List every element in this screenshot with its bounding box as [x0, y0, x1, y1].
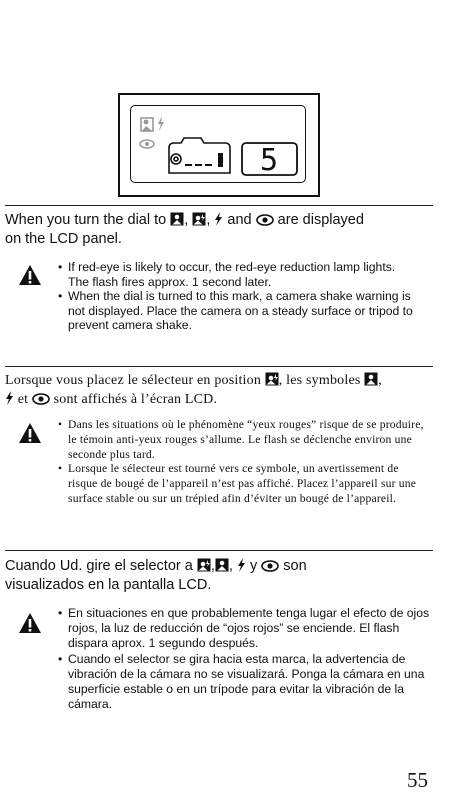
red-eye-icon [261, 560, 280, 572]
flash-icon [237, 558, 246, 572]
camera-icon [168, 137, 231, 174]
divider-spanish [5, 550, 433, 551]
note-item: En situaciones en que probablemente teng… [58, 606, 430, 652]
portrait-flash-icon [140, 117, 154, 132]
spanish-notes: En situaciones en que probablemente teng… [58, 606, 430, 712]
flash-icon [5, 390, 14, 405]
note-item: Dans les situations où le phénomène “yeu… [58, 418, 430, 462]
note-item: Lorsque le sélecteur est tourné vers ce … [58, 462, 430, 506]
flash-icon [214, 212, 223, 226]
lcd-illustration: 5 [118, 93, 320, 197]
heading-text: When you turn the dial to [5, 212, 167, 228]
divider-english [5, 205, 433, 206]
lcd-panel: 5 [130, 105, 306, 183]
note-item: If red-eye is likely to occur, the red-e… [58, 260, 418, 289]
flash-icon [158, 116, 164, 131]
frame-counter-box [241, 142, 298, 176]
french-heading: Lorsque vous placez le sélecteur en posi… [5, 372, 382, 407]
spanish-heading: Cuando Ud. gire el selector a , , y son … [5, 558, 307, 593]
note-item: Cuando el selector se gira hacia esta ma… [58, 652, 430, 713]
lcd-display-graphic: 5 [139, 116, 298, 178]
portrait-mode-icon [364, 372, 378, 386]
note-item: When the dial is turned to this mark, a … [58, 289, 418, 333]
red-eye-icon [139, 139, 155, 149]
page-number: 55 [407, 768, 428, 792]
english-heading: When you turn the dial to , , and are di… [5, 212, 364, 247]
warning-icon [19, 613, 41, 633]
portrait-flash-mode-icon [192, 212, 206, 226]
portrait-flash-mode-icon [265, 372, 279, 386]
english-notes: If red-eye is likely to occur, the red-e… [58, 260, 418, 333]
warning-icon [19, 265, 41, 285]
french-notes: Dans les situations où le phénomène “yeu… [58, 418, 430, 507]
red-eye-icon [32, 392, 50, 405]
red-eye-icon [255, 214, 274, 226]
warning-icon [19, 423, 41, 443]
portrait-mode-icon [215, 558, 229, 572]
frame-counter: 5 [260, 143, 278, 178]
portrait-flash-mode-icon [197, 558, 211, 572]
divider-french [5, 366, 433, 367]
film-indicator [185, 164, 212, 166]
battery-icon [218, 153, 223, 167]
portrait-mode-icon [170, 212, 184, 226]
